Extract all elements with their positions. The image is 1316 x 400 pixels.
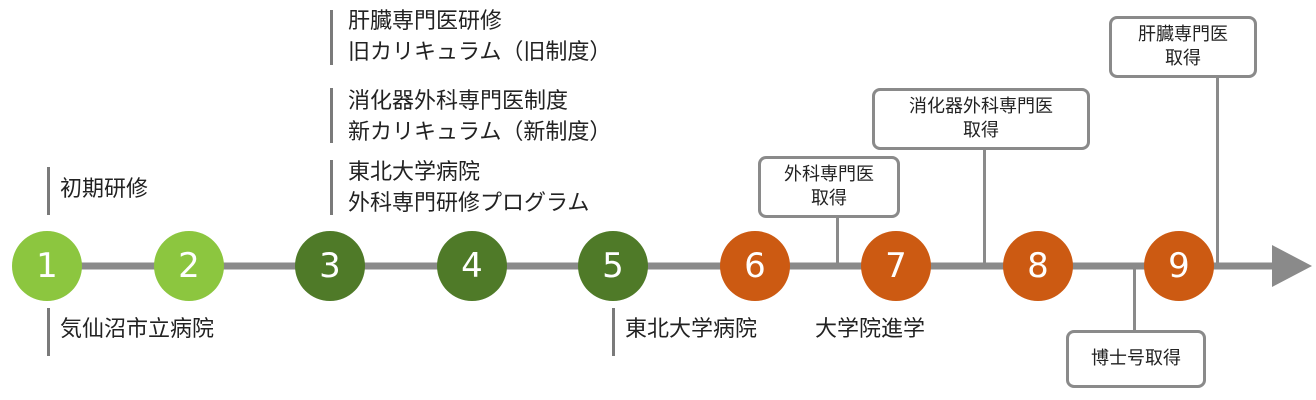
step-1-circle: 1 [12,231,82,301]
step-4-number: 4 [461,246,483,286]
surgeon-box-line2: 取得 [811,188,847,209]
step-3-number: 3 [319,246,341,286]
step-7-circle: 7 [861,231,931,301]
step-9-circle: 9 [1144,231,1214,301]
phd-connector [1133,266,1136,332]
timeline-arrow-head [1272,245,1312,287]
step-8-circle: 8 [1003,231,1073,301]
surgeon-certification-box: 外科専門医 取得 [758,156,900,218]
step-9-number: 9 [1168,246,1190,286]
step-5-number: 5 [602,246,624,286]
tohoku-hospital-marker [612,308,615,356]
kesennuma-label: 気仙沼市立病院 [60,317,215,342]
digestive-connector [983,148,986,266]
tohoku-program-label-line1: 東北大学病院 [348,160,481,185]
liver-connector [1216,76,1219,266]
step-6-number: 6 [744,246,766,286]
digestive-box-line2: 取得 [963,120,999,141]
step-5-circle: 5 [578,231,648,301]
step-1-number: 1 [36,246,58,286]
graduate-school-label: 大学院進学 [815,317,926,342]
step-4-circle: 4 [437,231,507,301]
step-2-number: 2 [178,246,200,286]
step-2-circle: 2 [154,231,224,301]
tohoku-program-marker [330,160,333,215]
initial-training-marker [47,167,50,215]
step-6-circle: 6 [720,231,790,301]
digestive-new-marker [330,88,333,143]
tohoku-program-label-line2: 外科専門研修プログラム [348,191,590,216]
liver-box-line1: 肝臓専門医 [1138,24,1228,45]
surgeon-box-line1: 外科専門医 [784,164,874,185]
initial-training-label: 初期研修 [60,177,149,202]
tohoku-hospital-label: 東北大学病院 [625,317,758,342]
step-8-number: 8 [1027,246,1049,286]
liver-certification-box: 肝臓専門医 取得 [1109,16,1257,78]
digestive-new-label-line1: 消化器外科専門医制度 [348,89,569,114]
liver-box-line2: 取得 [1165,48,1201,69]
step-3-circle: 3 [295,231,365,301]
phd-box: 博士号取得 [1066,330,1206,388]
digestive-certification-box: 消化器外科専門医 取得 [872,88,1090,150]
step-7-number: 7 [885,246,907,286]
digestive-box-line1: 消化器外科専門医 [909,96,1053,117]
kesennuma-marker [47,308,50,356]
liver-old-marker [330,10,333,65]
surgeon-connector [836,215,839,266]
digestive-new-label-line2: 新カリキュラム（新制度） [348,120,612,145]
phd-box-text: 博士号取得 [1091,348,1181,369]
liver-old-label-line1: 肝臓専門医研修 [348,9,503,34]
liver-old-label-line2: 旧カリキュラム（旧制度） [348,40,612,65]
